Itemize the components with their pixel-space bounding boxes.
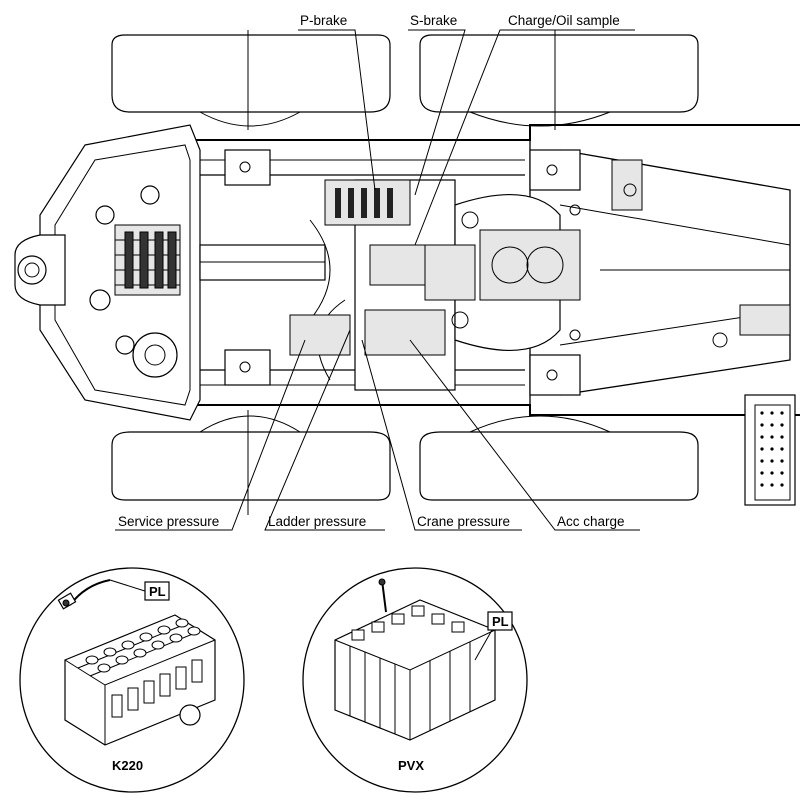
- pvx-pl-tag: PL: [492, 614, 509, 629]
- k220-pl-tag-box: [144, 581, 170, 601]
- pvx-pl-tag-box: [487, 611, 513, 631]
- wheel-front-left: [111, 34, 391, 113]
- callout-labels: P-brake S-brake Charge/Oil sample Servic…: [118, 13, 625, 529]
- p-brake-label: P-brake: [300, 13, 347, 28]
- callout-leaders: [115, 29, 640, 531]
- crane-pressure-label: Crane pressure: [417, 514, 510, 529]
- pvx-caption: PVX: [398, 758, 424, 773]
- wheel-rear-right: [419, 431, 699, 501]
- wheel-front-right: [419, 34, 699, 113]
- ladder-pressure-label: Ladder pressure: [268, 514, 366, 529]
- pvx-detail: PL PVX: [302, 567, 528, 793]
- acc-charge-label: Acc charge: [557, 514, 625, 529]
- k220-detail: PL K220: [19, 567, 245, 793]
- wheel-rear-left: [111, 431, 391, 501]
- service-pressure-label: Service pressure: [118, 514, 219, 529]
- s-brake-label: S-brake: [410, 13, 457, 28]
- chassis-wheels: [111, 34, 699, 501]
- charge-oil-sample-label: Charge/Oil sample: [508, 13, 620, 28]
- k220-caption: K220: [112, 758, 143, 773]
- chassis-frame: [14, 30, 800, 515]
- k220-pl-tag: PL: [149, 584, 166, 599]
